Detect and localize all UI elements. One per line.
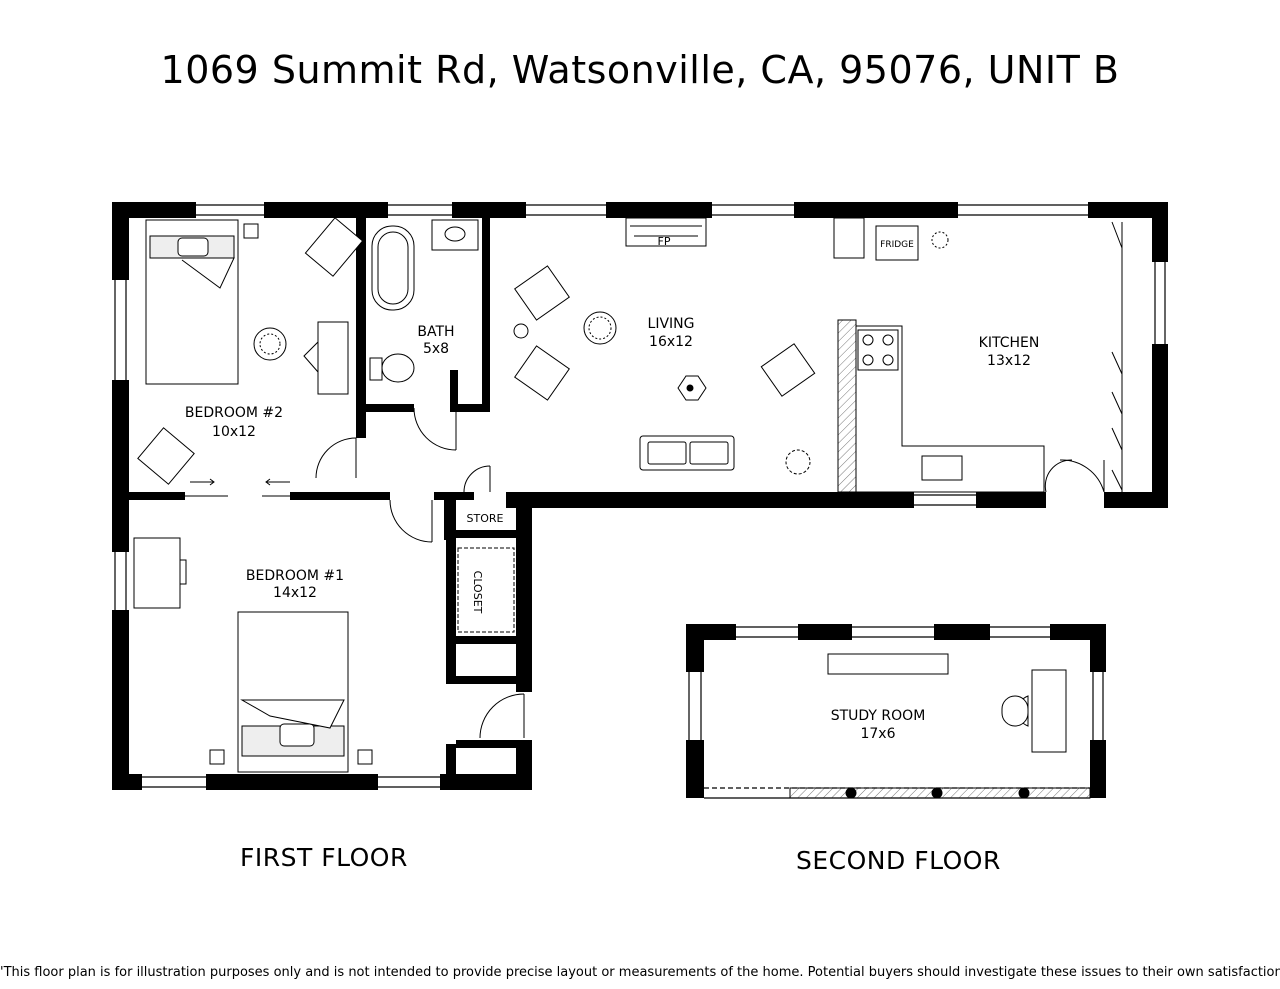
first-floor-doors — [185, 221, 1123, 739]
room-labels: BEDROOM #2 10x12 BATH 5x8 LIVING 16x12 K… — [185, 235, 1039, 742]
bedroom2-size: 10x12 — [212, 424, 256, 440]
bath-name: BATH — [417, 324, 454, 340]
plan-title: 1069 Summit Rd, Watsonville, CA, 95076, … — [160, 48, 1120, 92]
closet-label: CLOSET — [471, 571, 484, 614]
second-floor-furniture — [789, 653, 1091, 799]
bath-size: 5x8 — [423, 341, 449, 357]
first-floor-windows — [114, 204, 1166, 788]
bedroom1-name: BEDROOM #1 — [246, 568, 344, 584]
bedroom2-name: BEDROOM #2 — [185, 405, 283, 421]
bedroom1-size: 14x12 — [273, 585, 317, 601]
living-size: 16x12 — [649, 334, 693, 350]
second-floor-walls — [686, 624, 1106, 798]
fireplace-label: FP — [658, 235, 671, 248]
first-floor-furniture — [133, 217, 1045, 773]
kitchen-name: KITCHEN — [979, 335, 1040, 351]
living-name: LIVING — [648, 316, 695, 332]
disclaimer-text: 'This floor plan is for illustration pur… — [0, 965, 1280, 980]
store-label: STORE — [467, 512, 504, 525]
second-floor-label: SECOND FLOOR — [796, 846, 1001, 875]
first-floor-walls — [112, 202, 1168, 790]
fridge-label: FRIDGE — [880, 240, 914, 250]
study-size: 17x6 — [860, 726, 895, 742]
first-floor-label: FIRST FLOOR — [240, 843, 408, 872]
study-name: STUDY ROOM — [831, 708, 926, 724]
kitchen-size: 13x12 — [987, 353, 1031, 369]
